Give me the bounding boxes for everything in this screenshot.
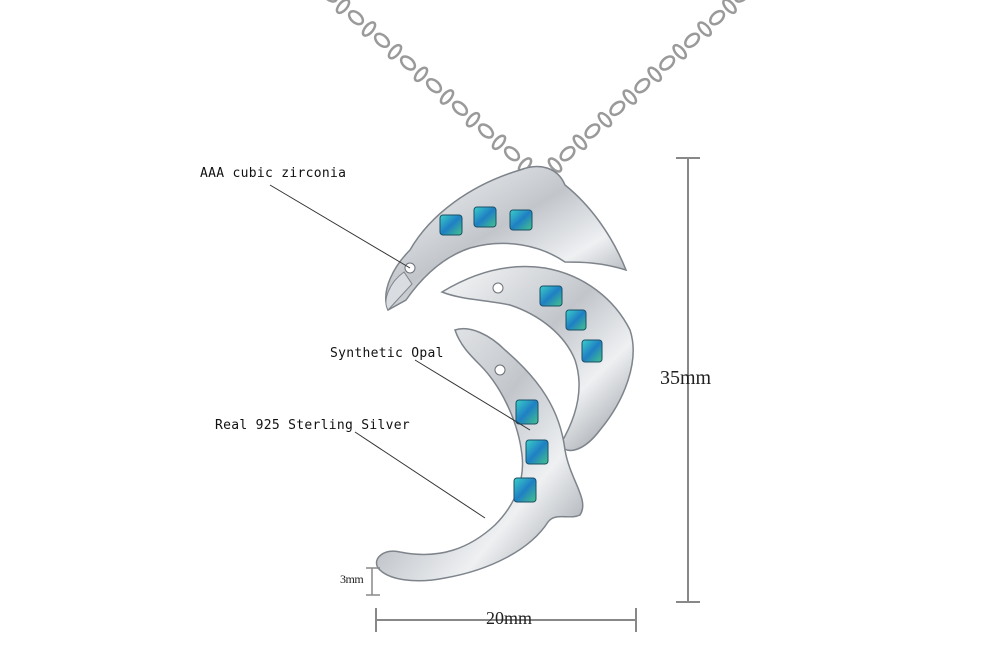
chain-link (439, 89, 455, 105)
chain-link (584, 123, 601, 139)
chain-link (425, 77, 443, 94)
chain-link (335, 0, 351, 15)
chain-link (647, 66, 663, 83)
height-dimension (676, 157, 700, 603)
chain-link (373, 32, 391, 49)
dolphin-bottom (375, 328, 584, 582)
callout-lines (269, 184, 531, 519)
chain-link (597, 111, 613, 128)
chain-link (321, 0, 339, 3)
chain-link (547, 157, 563, 173)
chain-link (622, 89, 638, 105)
chain-link (559, 145, 576, 162)
height-value: 35mm (660, 367, 712, 389)
chain-link (465, 111, 481, 128)
chain-link (572, 134, 588, 151)
chain-link (477, 123, 495, 139)
width-dimension (375, 608, 637, 632)
chain-link (709, 9, 726, 26)
chain-link (361, 21, 377, 37)
chain-link (722, 0, 737, 15)
thickness-value: 3mm (340, 572, 364, 586)
opal-label: Synthetic Opal (330, 346, 444, 361)
opal-inlays (439, 206, 603, 503)
chain-link (609, 100, 626, 117)
chain-link (503, 145, 521, 162)
chain-link (697, 21, 712, 37)
chain-link (659, 55, 676, 71)
chain-link (733, 0, 751, 3)
chain-link (347, 9, 365, 26)
width-value: 20mm (486, 608, 533, 628)
chain-link (684, 32, 701, 49)
chain-link (672, 43, 688, 60)
chain-link (399, 55, 417, 71)
chain-link (413, 66, 429, 83)
chain-link (634, 77, 651, 94)
chain-link (387, 43, 403, 60)
chain-link (451, 100, 469, 117)
silver-label: Real 925 Sterling Silver (215, 418, 411, 433)
zirconia-label: AAA cubic zirconia (200, 166, 347, 181)
dolphin-top (385, 165, 628, 312)
thickness-dimension (366, 567, 380, 596)
chain-link (491, 134, 507, 151)
chain (321, 0, 751, 173)
